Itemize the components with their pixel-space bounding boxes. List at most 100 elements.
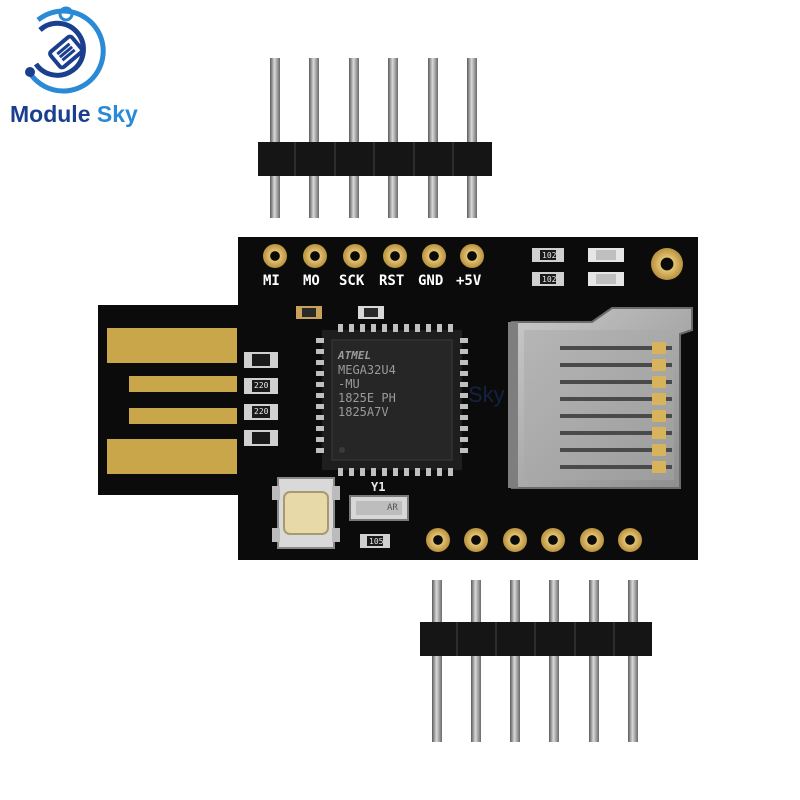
- chip-pin: [448, 468, 453, 476]
- chip-line-3: 1825E PH: [338, 391, 396, 405]
- chip-pin: [460, 426, 468, 431]
- chip-logo: ATMEL: [338, 349, 372, 362]
- chip-pin: [338, 468, 343, 476]
- chip-pin: [448, 324, 453, 332]
- header-pin: [432, 580, 442, 742]
- chip-line-4: 1825A7V: [338, 405, 389, 419]
- pin-label-rst: RST: [379, 273, 405, 289]
- sd-contact: [560, 346, 672, 350]
- header-pin: [428, 58, 438, 218]
- chip-pin: [316, 415, 324, 420]
- sd-contact-tip: [652, 342, 666, 354]
- crystal-label: Y1: [371, 480, 386, 494]
- chip-pin: [460, 448, 468, 453]
- top-pin-header: [258, 58, 492, 218]
- chip-pin: [371, 324, 376, 332]
- sd-contact: [560, 363, 672, 367]
- reset-button: [272, 477, 340, 549]
- usb-contacts: [107, 328, 237, 474]
- brand-name-part2: Sky: [96, 101, 138, 127]
- header-pin: [349, 58, 359, 218]
- chip-pin: [437, 468, 442, 476]
- chip-pin: [371, 468, 376, 476]
- chip-pin: [338, 324, 343, 332]
- bottom-pin-header: [420, 580, 652, 742]
- top-pads: [263, 244, 484, 268]
- pin-label-mo: MO: [303, 273, 320, 289]
- chip-pin: [316, 349, 324, 354]
- chip-pin: [316, 437, 324, 442]
- chip-pin: [437, 324, 442, 332]
- crystal-oscillator: [349, 495, 409, 521]
- sd-contact: [560, 414, 672, 418]
- header-pin: [628, 580, 638, 742]
- resistor-label-4: 102: [542, 275, 557, 284]
- chip-pin: [415, 468, 420, 476]
- header-pin: [471, 580, 481, 742]
- sd-contact-tip: [652, 376, 666, 388]
- sd-contact: [560, 448, 672, 452]
- module-sky-logo: [25, 6, 106, 94]
- chip-pin: [460, 393, 468, 398]
- smd-components: [244, 248, 624, 548]
- sd-contact: [560, 465, 672, 469]
- chip-pin: [316, 426, 324, 431]
- header-pin: [270, 58, 280, 218]
- microsd-card-slot: [508, 307, 693, 489]
- header-pin: [388, 58, 398, 218]
- chip-pin: [415, 324, 420, 332]
- sd-contact: [560, 397, 672, 401]
- header-pin: [309, 58, 319, 218]
- header-pin: [589, 580, 599, 742]
- sd-contact: [560, 380, 672, 384]
- chip-pin: [426, 324, 431, 332]
- chip-line-2: -MU: [338, 377, 360, 391]
- chip-pin: [316, 382, 324, 387]
- chip-pin: [393, 324, 398, 332]
- resistor-label-3: 102: [542, 251, 557, 260]
- chip-pin: [360, 324, 365, 332]
- chip-pin: [316, 338, 324, 343]
- bottom-pads: [426, 528, 642, 552]
- sd-contact-tip: [652, 427, 666, 439]
- chip-pin: [460, 349, 468, 354]
- chip-pin: [460, 415, 468, 420]
- chip-pin: [349, 324, 354, 332]
- atmega32u4-chip: [316, 324, 468, 476]
- chip-pin: [316, 360, 324, 365]
- chip-pin: [316, 371, 324, 376]
- chip-pin: [360, 468, 365, 476]
- chip-pin: [426, 468, 431, 476]
- sd-contact: [560, 431, 672, 435]
- sd-contact-tip: [652, 410, 666, 422]
- mounting-hole: [651, 248, 683, 280]
- header-pin: [510, 580, 520, 742]
- resistor-label-5: 105: [369, 537, 384, 546]
- chip-pin: [460, 437, 468, 442]
- chip-pin: [404, 324, 409, 332]
- resistor-label-2: 220: [254, 407, 269, 416]
- chip-pin: [460, 404, 468, 409]
- pin-label-5v: +5V: [456, 273, 482, 289]
- chip-pin: [349, 468, 354, 476]
- header-pin: [467, 58, 477, 218]
- chip-pin: [393, 468, 398, 476]
- sd-contact-tip: [652, 359, 666, 371]
- header-pin: [549, 580, 559, 742]
- resistor-label-1: 220: [254, 381, 269, 390]
- sd-contact-tip: [652, 461, 666, 473]
- chip-pin: [382, 324, 387, 332]
- sd-contact-tip: [652, 444, 666, 456]
- pin-label-sck: SCK: [339, 273, 365, 289]
- chip-pin: [316, 448, 324, 453]
- chip-pin: [460, 338, 468, 343]
- pin-label-gnd: GND: [418, 273, 444, 289]
- chip-line-1: MEGA32U4: [338, 363, 396, 377]
- chip-pin: [460, 382, 468, 387]
- chip-pin: [382, 468, 387, 476]
- chip-pin: [460, 371, 468, 376]
- crystal-marking: AR: [387, 503, 398, 513]
- chip-pin: [316, 393, 324, 398]
- chip-pin: [404, 468, 409, 476]
